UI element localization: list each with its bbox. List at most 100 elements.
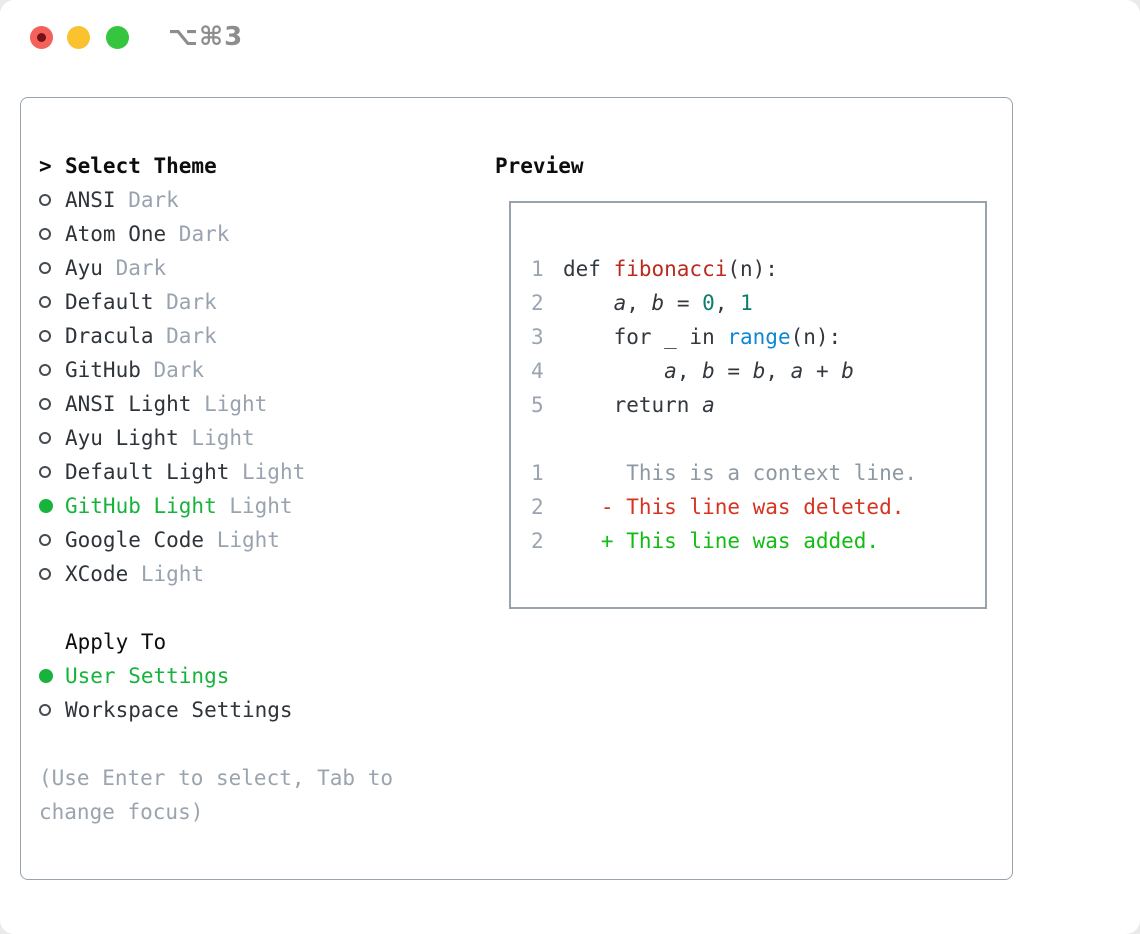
theme-option-xcode[interactable]: XCode Light xyxy=(21,557,491,591)
titlebar: ⌥⌘3 xyxy=(0,0,1140,62)
theme-variant: Dark xyxy=(166,290,217,314)
close-button[interactable] xyxy=(30,26,53,49)
code-line: 2 a, b = 0, 1 xyxy=(531,286,985,320)
code-segment: , xyxy=(676,359,703,383)
theme-selector: > Select Theme ANSI Dark Atom One Dark A… xyxy=(21,149,491,829)
theme-option-dracula[interactable]: Dracula Dark xyxy=(21,319,491,353)
code-segment: a xyxy=(702,393,715,417)
code-segment: b xyxy=(702,359,715,383)
code-line: 1 This is a context line. xyxy=(531,456,985,490)
code-segment: for _ in xyxy=(563,325,728,349)
apply-option-label: User Settings xyxy=(65,664,230,688)
line-number: 2 xyxy=(531,529,544,553)
apply-option-label: Workspace Settings xyxy=(65,698,293,722)
radio-icon xyxy=(39,398,51,410)
theme-variant: Light xyxy=(191,426,255,450)
theme-variant: Dark xyxy=(153,358,205,382)
line-number: 2 xyxy=(531,291,544,315)
code-segment: , xyxy=(765,359,791,383)
theme-name: GitHub xyxy=(65,358,141,382)
theme-list: ANSI Dark Atom One Dark Ayu Dark Default… xyxy=(21,183,491,591)
code-line: 5 return a xyxy=(531,388,985,422)
code-segment: fibonacci xyxy=(613,257,728,281)
spacer xyxy=(21,591,491,625)
radio-icon xyxy=(39,364,51,376)
radio-icon xyxy=(39,704,51,716)
code-segment: b xyxy=(752,359,766,383)
code-segment: (n): xyxy=(727,257,778,281)
code-segment: return xyxy=(563,393,703,417)
theme-option-atom-one[interactable]: Atom One Dark xyxy=(21,217,491,251)
code-line: 4 a, b = b, a + b xyxy=(531,354,985,388)
theme-option-default-light[interactable]: Default Light Light xyxy=(21,455,491,489)
radio-icon xyxy=(39,669,53,683)
code-segment: 1 xyxy=(740,291,753,315)
theme-variant: Dark xyxy=(128,188,179,212)
apply-option-user-settings[interactable]: User Settings xyxy=(21,659,491,693)
spacer xyxy=(21,727,491,761)
hint-line: change focus) xyxy=(39,800,204,824)
theme-variant: Light xyxy=(140,562,205,586)
window-shortcut-label: ⌥⌘3 xyxy=(168,22,244,52)
code-segment: , xyxy=(714,291,741,315)
theme-option-ayu[interactable]: Ayu Dark xyxy=(21,251,491,285)
code-segment: + This line was added. xyxy=(563,529,880,553)
apply-option-workspace-settings[interactable]: Workspace Settings xyxy=(21,693,491,727)
code-lines: 1 def fibonacci(n): 2 a, b = 0, 1 3 for … xyxy=(531,252,985,558)
keyboard-hint: (Use Enter to select, Tab to change focu… xyxy=(21,761,491,829)
radio-icon xyxy=(39,432,51,444)
close-dot-icon xyxy=(37,33,46,42)
line-number: 1 xyxy=(531,461,544,485)
theme-option-default[interactable]: Default Dark xyxy=(21,285,491,319)
theme-name: GitHub Light xyxy=(65,494,217,518)
minimize-button[interactable] xyxy=(67,26,90,49)
theme-variant: Light xyxy=(204,392,268,416)
theme-option-google-code[interactable]: Google Code Light xyxy=(21,523,491,557)
code-segment: (n): xyxy=(790,325,842,349)
code-segment: , xyxy=(626,291,652,315)
select-theme-title: Select Theme xyxy=(65,154,217,178)
code-segment: a xyxy=(664,359,677,383)
apply-to-header: Apply To xyxy=(21,625,491,659)
apply-to-title: Apply To xyxy=(65,630,167,654)
code-content: for _ in range(n): xyxy=(563,325,842,349)
theme-name: XCode xyxy=(65,562,129,586)
theme-name: Ayu xyxy=(65,256,103,280)
radio-icon xyxy=(39,194,51,206)
code-line: 1 def fibonacci(n): xyxy=(531,252,985,286)
theme-name: Dracula xyxy=(65,324,154,348)
code-preview: 1 def fibonacci(n): 2 a, b = 0, 1 3 for … xyxy=(509,201,987,609)
code-segment: 0 xyxy=(702,291,715,315)
theme-name: Default xyxy=(65,290,154,314)
line-number: 5 xyxy=(531,393,544,417)
code-segment: = xyxy=(664,291,703,315)
radio-icon xyxy=(39,568,51,580)
line-number: 2 xyxy=(531,495,544,519)
theme-name: Atom One xyxy=(65,222,167,246)
code-content: return a xyxy=(563,393,715,417)
theme-name: ANSI Light xyxy=(65,392,192,416)
focus-caret-icon: > xyxy=(39,154,52,178)
theme-variant: Dark xyxy=(115,256,167,280)
theme-option-ansi[interactable]: ANSI Dark xyxy=(21,183,491,217)
code-segment: + xyxy=(803,359,842,383)
theme-option-ayu-light[interactable]: Ayu Light Light xyxy=(21,421,491,455)
theme-dialog: > Select Theme ANSI Dark Atom One Dark A… xyxy=(20,97,1013,880)
code-line: 2 + This line was added. xyxy=(531,524,985,558)
theme-name: Ayu Light xyxy=(65,426,179,450)
theme-name: ANSI xyxy=(65,188,116,212)
code-segment: This is a context line. xyxy=(563,461,918,485)
line-number: 3 xyxy=(531,325,544,349)
code-segment: b xyxy=(841,359,854,383)
code-segment: - This line was deleted. xyxy=(563,495,905,519)
radio-icon xyxy=(39,296,51,308)
zoom-button[interactable] xyxy=(106,26,129,49)
code-segment xyxy=(563,291,614,315)
theme-option-github-light[interactable]: GitHub Light Light xyxy=(21,489,491,523)
radio-icon xyxy=(39,499,53,513)
code-content: - This line was deleted. xyxy=(563,495,904,519)
radio-icon xyxy=(39,262,51,274)
theme-option-ansi-light[interactable]: ANSI Light Light xyxy=(21,387,491,421)
theme-option-github[interactable]: GitHub Dark xyxy=(21,353,491,387)
